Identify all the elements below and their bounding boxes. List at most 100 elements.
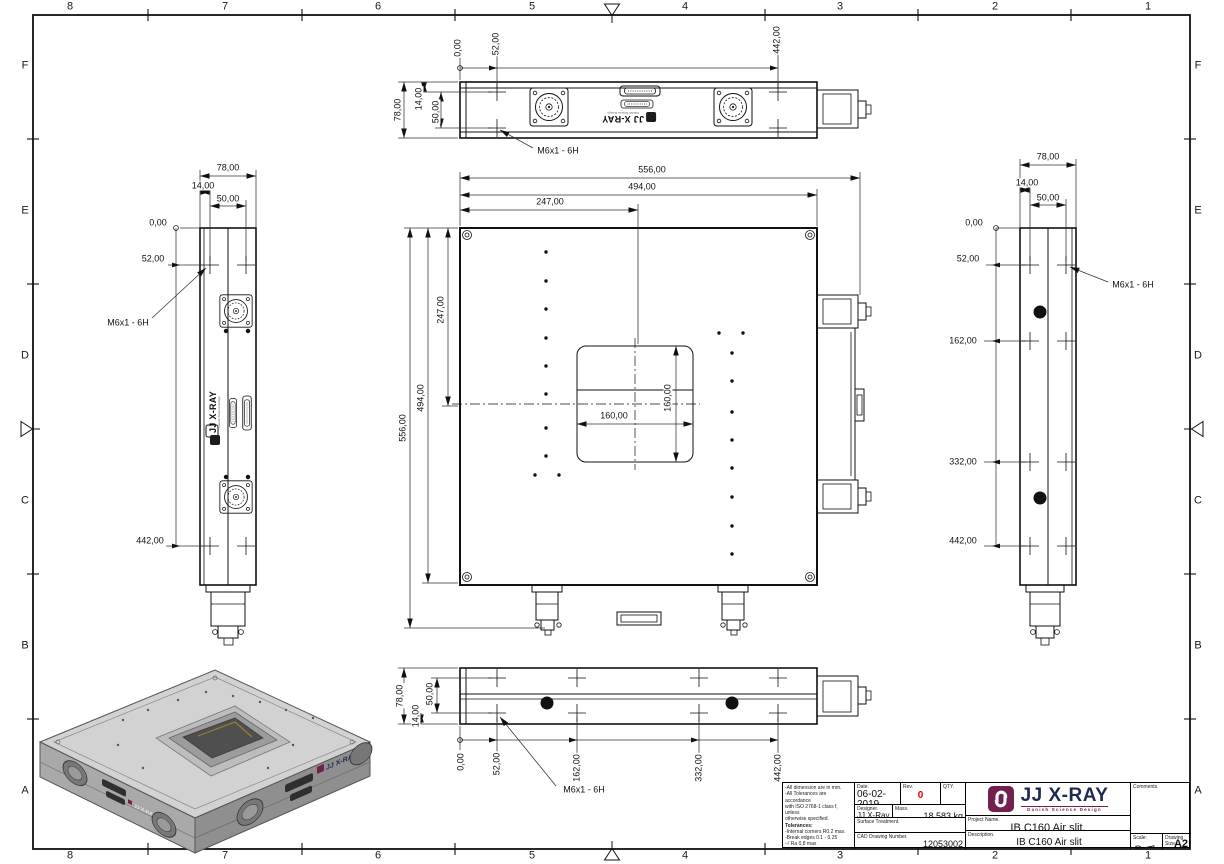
- grid-label-right: D: [1194, 349, 1202, 362]
- dimension-label: 50,00: [215, 193, 241, 204]
- grid-label-bottom: 8: [66, 849, 74, 862]
- note-line: -All Tolerances are accordance: [785, 791, 827, 804]
- grid-label-top: 4: [681, 0, 689, 13]
- title-block-cad-number: CAD Drawing Number. 12053002: [855, 833, 966, 849]
- grid-label-bottom: 2: [991, 849, 999, 862]
- center-arrow-left: [20, 420, 40, 438]
- center-arrow-bottom: [603, 841, 621, 861]
- jjxray-glyph-icon: [210, 435, 220, 445]
- title-block-description: Description. IB C160 Air slit: [966, 831, 1131, 849]
- date-value: 06-02-2019: [857, 789, 886, 805]
- note-line: Tolerances:: [785, 822, 813, 829]
- grid-label-left: F: [21, 59, 29, 72]
- grid-label-top: 5: [528, 0, 536, 13]
- title-block-surface-treatment: Surface Treatment.: [855, 818, 966, 833]
- title-block-designer: Designer. JJ X-Ray A/S: [855, 805, 893, 818]
- grid-label-left: B: [21, 639, 29, 652]
- grid-label-right: C: [1194, 494, 1202, 507]
- note-line: -Break edges 0.1 - 0.25: [785, 835, 838, 841]
- title-block: -All dimension are in mm.-All Tolerances…: [782, 782, 1191, 849]
- title-block-notes: -All dimension are in mm.-All Tolerances…: [783, 783, 855, 849]
- cad-number-value: 12053002: [922, 839, 963, 849]
- iso-top-holes: [116, 690, 315, 770]
- dimension-label: 78,00: [1035, 151, 1061, 162]
- title-block-logo: JJ X-RAY Danish Science Design: [966, 783, 1131, 816]
- note-line: with ISO 2768-1 class f, unless: [785, 803, 838, 816]
- mass-value: 18,583 kg: [923, 811, 963, 818]
- dimension-label: 442,00: [135, 535, 165, 546]
- grid-label-top: 8: [66, 0, 74, 13]
- dimension-label: 494,00: [627, 181, 657, 192]
- grid-label-bottom: 6: [374, 849, 382, 862]
- view-left: [151, 170, 257, 646]
- dimension-label: 0,00: [964, 217, 984, 228]
- grid-label-right: B: [1194, 639, 1202, 652]
- dimension-label: M6x1 - 6H: [536, 145, 580, 156]
- grid-label-bottom: 3: [836, 849, 844, 862]
- center-arrow-top: [603, 3, 621, 23]
- designer-value: JJ X-Ray A/S: [857, 811, 890, 818]
- title-block-rev: Rev. 0: [901, 783, 941, 805]
- device-logo-top-view: JJ X-RAY Danish Science Design: [602, 111, 657, 124]
- note-line: -√ Ra 0,8 max: [785, 841, 817, 848]
- dimension-label: 52,00: [955, 253, 981, 264]
- dimension-label: 162,00: [948, 335, 978, 346]
- dimension-label: M6x1 - 6H: [1111, 279, 1155, 290]
- hole-dots: [173, 65, 1047, 743]
- grid-label-bottom: 5: [528, 849, 536, 862]
- dimension-label: 160,00: [599, 410, 629, 421]
- title-block-qty: QTY.: [941, 783, 966, 805]
- grid-label-top: 2: [991, 0, 999, 13]
- grid-label-top: 3: [836, 0, 844, 13]
- description-value: IB C160 Air slit: [1016, 837, 1082, 848]
- dimension-label: 247,00: [535, 196, 565, 207]
- grid-label-top: 1: [1144, 0, 1152, 13]
- view-isometric: JJ X-RAY JJ X-RAY: [38, 669, 373, 854]
- grid-label-left: D: [21, 349, 29, 362]
- note-line: otherwise specified.: [785, 816, 829, 823]
- dimension-label: M6x1 - 6H: [106, 317, 150, 328]
- grid-label-top: 7: [221, 0, 229, 13]
- jjxray-glyph-icon: [646, 112, 657, 122]
- dimension-label: 52,00: [140, 253, 166, 264]
- jjxray-logo-icon: [987, 786, 1014, 812]
- projection-symbol-icon: [1134, 845, 1155, 849]
- grid-label-bottom: 7: [221, 849, 229, 862]
- grid-label-right: A: [1194, 784, 1202, 797]
- grid-label-left: A: [21, 784, 29, 797]
- grid-label-bottom: 4: [681, 849, 689, 862]
- note-line: -Remove all sharp edges: [785, 848, 852, 850]
- dimension-label: 14,00: [1014, 177, 1040, 188]
- title-block-scale: Scale:: [1131, 834, 1163, 849]
- dimension-label: 0,00: [148, 217, 168, 228]
- logo-tagline: Danish Science Design: [1020, 805, 1109, 812]
- grid-label-right: E: [1194, 204, 1202, 217]
- title-block-mass: Mass. 18,583 kg: [893, 805, 966, 818]
- dimension-label: M6x1 - 6H: [562, 784, 606, 795]
- grid-label-top: 6: [374, 0, 382, 13]
- title-block-comments: Comments.: [1131, 783, 1191, 834]
- grid-label-right: F: [1194, 59, 1202, 72]
- hole-markers: [201, 83, 1075, 722]
- dimension-label: 78,00: [215, 162, 241, 173]
- title-block-project-name: Project Name. IB C160 Air slit.: [966, 816, 1131, 831]
- dimension-label: 14,00: [190, 180, 216, 191]
- dimension-label: 332,00: [948, 456, 978, 467]
- view-top: [398, 52, 872, 149]
- view-right: [984, 159, 1109, 646]
- dimension-label: 50,00: [1035, 192, 1061, 203]
- dimension-label: 442,00: [948, 535, 978, 546]
- center-arrow-right: [1184, 420, 1204, 438]
- view-main: [404, 172, 872, 636]
- note-line: -Internal corners R0.2 max.: [785, 828, 846, 835]
- title-block-date: Date. 06-02-2019: [855, 783, 901, 805]
- device-logo-left-view: JJ X-RAY Danish Science Design: [208, 391, 221, 445]
- grid-label-left: E: [21, 204, 29, 217]
- view-bottom: [398, 667, 872, 787]
- grid-label-bottom: 1: [1144, 849, 1152, 862]
- rev-value: 0: [917, 790, 924, 801]
- title-block-drawing-size: Drawing Size. A2: [1165, 835, 1188, 849]
